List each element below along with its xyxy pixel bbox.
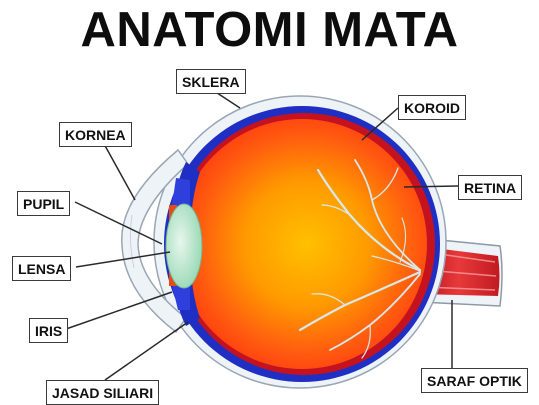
label-kornea: KORNEA — [59, 122, 132, 147]
label-pupil: PUPIL — [17, 191, 70, 216]
label-koroid: KOROID — [398, 95, 466, 120]
label-lensa: LENSA — [12, 256, 71, 281]
vitreous-body — [177, 119, 427, 369]
lens — [166, 204, 202, 288]
label-jasad-siliari: JASAD SILIARI — [46, 380, 159, 405]
label-sklera: SKLERA — [176, 69, 246, 94]
label-iris: IRIS — [29, 318, 68, 343]
label-saraf-optik: SARAF OPTIK — [421, 368, 528, 393]
label-retina: RETINA — [458, 175, 522, 200]
